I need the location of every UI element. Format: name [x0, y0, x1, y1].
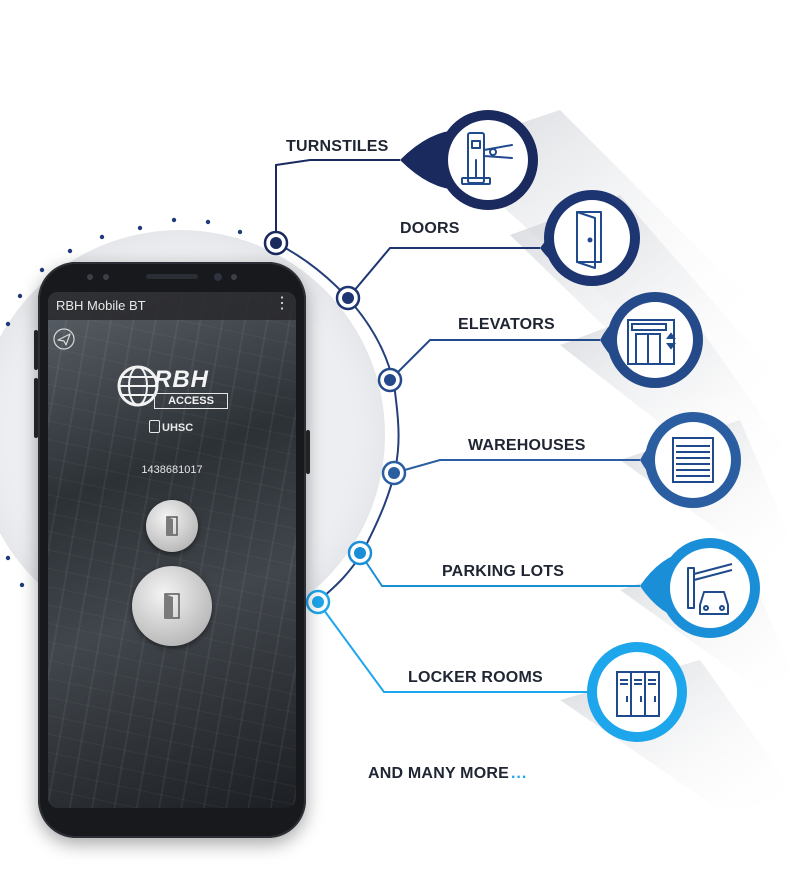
label-locker-rooms: LOCKER ROOMS: [408, 669, 543, 686]
phone-power-button: [306, 430, 310, 474]
label-parking-lots: PARKING LOTS: [442, 563, 565, 580]
warehouse-door-icon: [672, 437, 714, 483]
elevator-icon: [627, 319, 676, 365]
footer-label: AND MANY MORE: [368, 765, 509, 782]
phone-top-bezel: [87, 273, 237, 281]
footer-text: AND MANY MORE...: [368, 765, 527, 783]
sub-logo-text: UHSC: [162, 422, 194, 434]
small-unlock-button[interactable]: [146, 500, 198, 552]
phone-side-button: [34, 330, 38, 370]
app-title: RBH Mobile BT: [56, 298, 146, 313]
sub-logo: UHSC: [149, 420, 193, 434]
door-icon: [164, 593, 180, 619]
label-elevators: ELEVATORS: [458, 316, 555, 333]
door-icon: [576, 211, 602, 269]
footer-ellipsis: ...: [510, 765, 528, 782]
door-icon: [166, 516, 178, 536]
locker-icon: [616, 671, 660, 717]
label-warehouses: WAREHOUSES: [468, 437, 586, 454]
phone-screen: RBH Mobile BT ⋮ RBH ACCESS UHSC 14386810…: [48, 292, 296, 808]
paper-plane-icon[interactable]: [53, 328, 75, 350]
label-doors: DOORS: [400, 220, 460, 237]
globe-logo-icon: [117, 365, 159, 407]
shield-icon: [149, 420, 160, 433]
logo-text: RBH: [154, 366, 209, 393]
parking-car-icon: [687, 563, 733, 615]
card-number: 1438681017: [141, 464, 203, 476]
app-bar: RBH Mobile BT ⋮: [48, 292, 296, 320]
label-turnstiles: TURNSTILES: [286, 138, 389, 155]
kebab-menu-icon[interactable]: ⋮: [274, 295, 290, 312]
logo-subtext: ACCESS: [154, 393, 228, 409]
phone-volume-button: [34, 378, 38, 438]
large-unlock-button[interactable]: [132, 566, 212, 646]
turnstile-icon: [461, 132, 513, 185]
